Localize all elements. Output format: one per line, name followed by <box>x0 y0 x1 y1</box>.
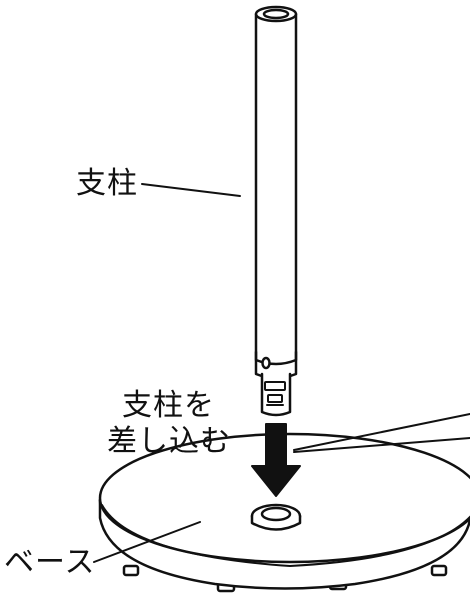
base-disc <box>98 432 470 593</box>
base-foot <box>430 564 448 577</box>
leader-line-base <box>93 521 201 563</box>
label-pole: 支柱 <box>76 166 138 201</box>
connector-clip <box>267 394 283 403</box>
pole-tube <box>254 12 298 366</box>
label-insert-line2: 差し込む <box>107 424 231 459</box>
leader-lines <box>93 183 470 563</box>
socket-inner <box>260 506 292 522</box>
base-foot <box>122 564 140 577</box>
pole-hole <box>261 356 271 370</box>
down-arrow-icon <box>251 423 301 497</box>
connector-clip <box>264 381 286 391</box>
base-edge-line <box>101 504 470 567</box>
leader-line-pole <box>141 183 241 197</box>
pole <box>254 5 298 417</box>
leader-line-right-2 <box>293 437 470 453</box>
label-base: ベース <box>4 545 96 580</box>
socket-body <box>250 514 302 531</box>
base-top <box>98 432 470 564</box>
label-insert-line1: 支柱を <box>122 388 215 423</box>
leader-line-right-1 <box>293 413 470 451</box>
pole-top-inner <box>262 8 290 20</box>
